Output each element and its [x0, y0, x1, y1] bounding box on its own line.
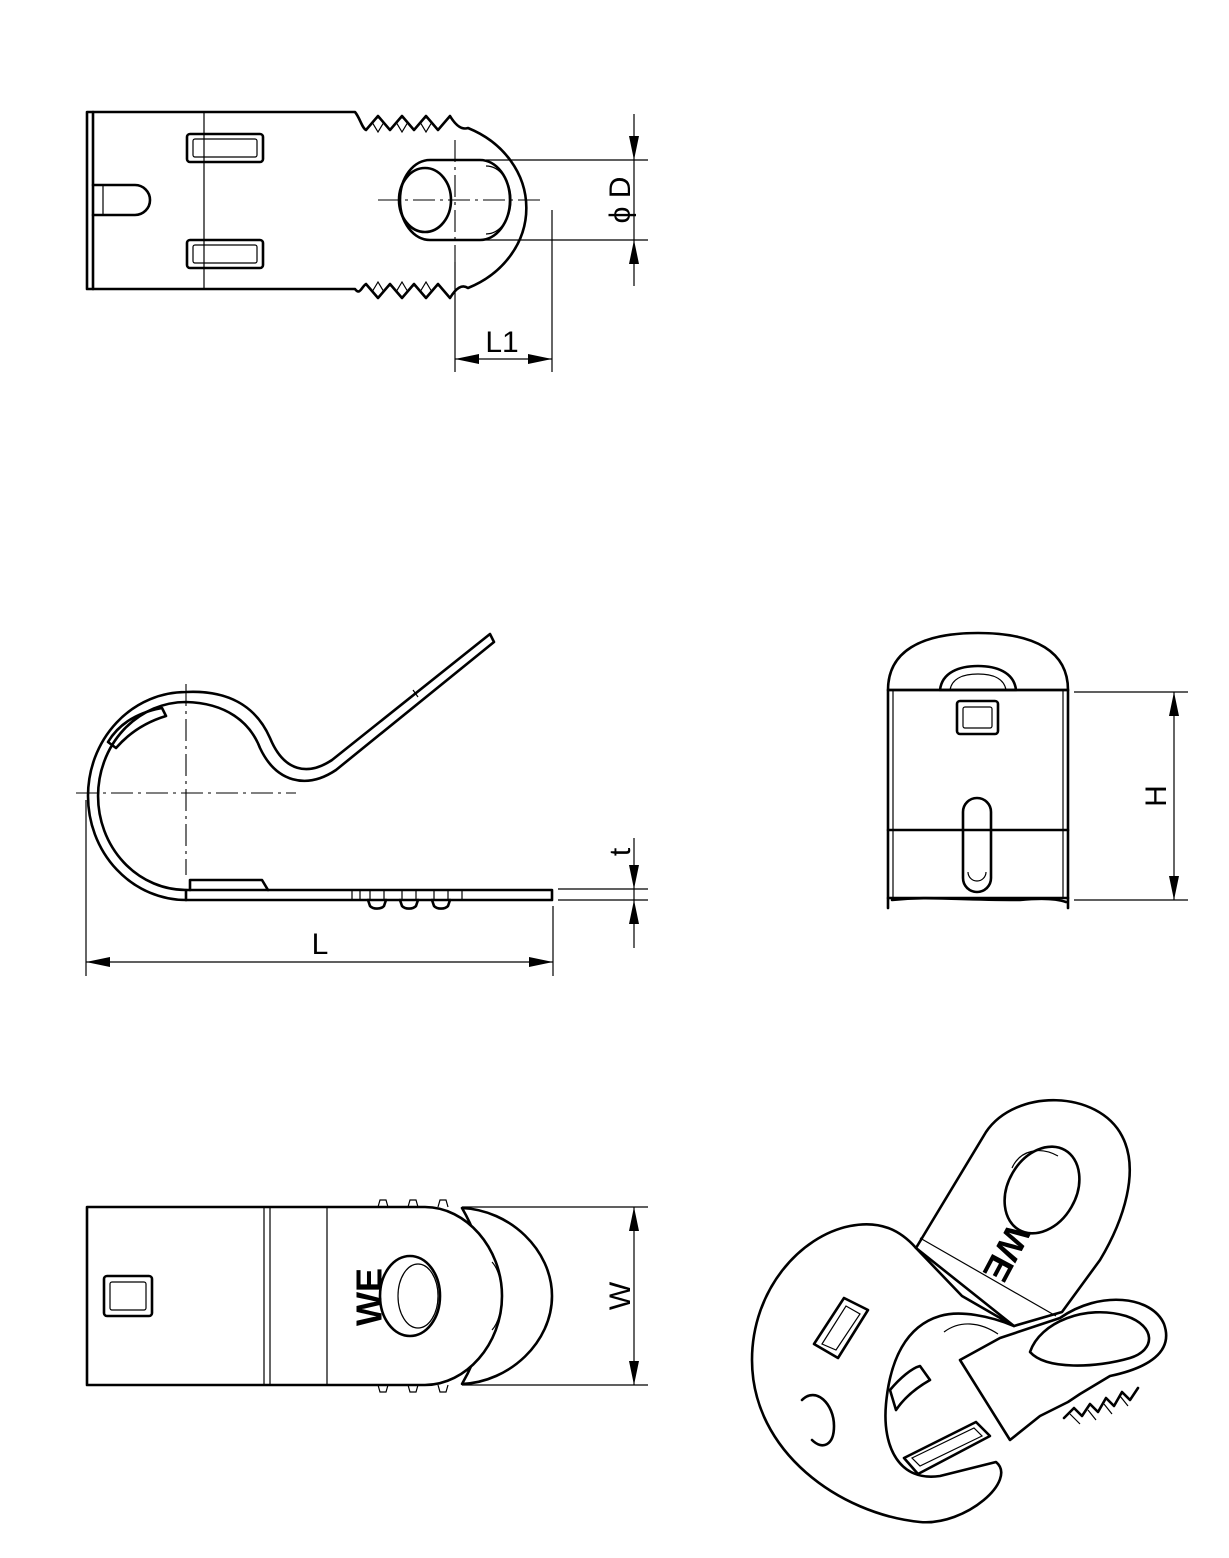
top-view-outline — [85, 110, 528, 300]
front-view-features — [938, 664, 1018, 894]
dimension-l: L — [85, 800, 554, 976]
bottom-view-features: WE — [102, 1254, 503, 1338]
front-view-outline — [886, 631, 1070, 910]
isometric-band — [750, 1098, 1131, 1524]
dimension-l1: L1 — [454, 210, 553, 372]
top-view-centerlines — [378, 140, 540, 262]
bottom-view: WE W — [85, 1199, 648, 1393]
side-view-bumps — [351, 890, 463, 910]
side-view-profile — [86, 632, 554, 902]
top-view: ϕ D L1 — [85, 110, 648, 372]
isometric-view: WE — [750, 1098, 1168, 1524]
dimension-diameter: ϕ D — [486, 114, 648, 286]
dimension-l1-label: L1 — [485, 326, 518, 359]
front-view: H — [886, 631, 1188, 910]
isometric-lower-tab — [958, 1298, 1168, 1442]
dimension-w-label: W — [604, 1281, 637, 1310]
dimension-t-label: t — [604, 847, 637, 856]
dimension-l-label: L — [312, 928, 329, 961]
top-view-serrations — [371, 121, 433, 293]
bottom-view-body — [85, 1199, 554, 1393]
dimension-w: W — [462, 1206, 648, 1386]
marking-logo: WE — [349, 1268, 390, 1326]
dimension-t: t — [558, 838, 648, 948]
side-view: t L — [76, 632, 648, 976]
dimension-h-label: H — [1140, 785, 1173, 807]
dimension-diameter-label: ϕ D — [604, 177, 637, 224]
dimension-h: H — [1074, 691, 1188, 901]
top-view-slots — [91, 132, 265, 270]
side-view-centerlines — [76, 684, 296, 875]
